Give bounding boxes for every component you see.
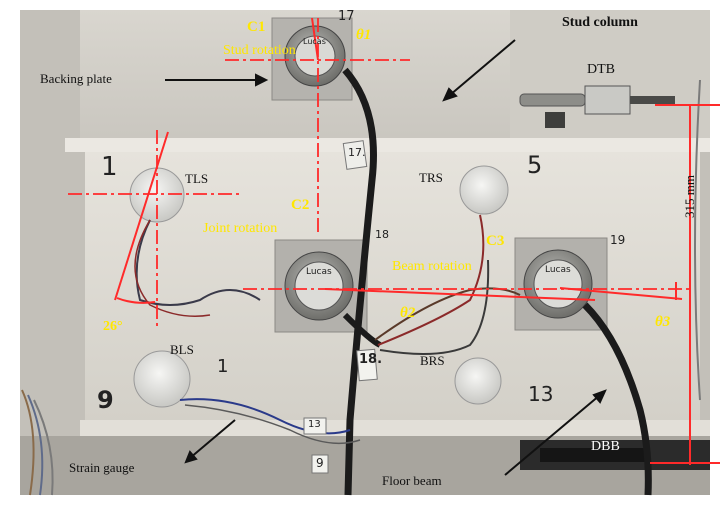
c2-label: C2 [291, 197, 310, 213]
handwritten-19: 19 [610, 233, 626, 247]
handwritten-17-top: 17 [338, 9, 355, 24]
tls-label: TLS [185, 171, 209, 186]
disc-trs [459, 165, 509, 215]
strain-gauge-label: Strain gauge [69, 460, 135, 475]
handwritten-1: 1 [101, 152, 118, 182]
theta2-label: θ2 [400, 305, 416, 321]
handwritten-18: 18 [375, 228, 389, 241]
backing-plate-label: Backing plate [40, 71, 112, 86]
stud-column-label: Stud column [562, 15, 638, 30]
disc-bls [133, 350, 191, 408]
dimension-label: 315 mm [682, 175, 697, 218]
joint-rotation-label: Joint rotation [203, 221, 278, 236]
inclinometer-c3 [523, 249, 593, 319]
brs-label: BRS [420, 353, 445, 368]
beam-rotation-label: Beam rotation [392, 259, 472, 274]
theta1-label: θ1 [356, 27, 372, 43]
handwritten-5: 5 [527, 151, 543, 179]
theta3-label: θ3 [655, 314, 671, 330]
handwritten-13: 13 [528, 382, 554, 406]
dtb-label: DTB [587, 62, 615, 77]
dtb-transducer [519, 85, 675, 128]
handwritten-13-tag: 13 [308, 419, 321, 430]
disc-brs [454, 357, 502, 405]
bls-label: BLS [170, 342, 194, 357]
handwritten-17-tag: 17. [348, 146, 366, 159]
device-brand-c1: Lucas [303, 37, 326, 46]
handwritten-9: 9 [97, 386, 114, 414]
handwritten-1-b: 1 [217, 356, 229, 377]
handwritten-18-tag: 18. [359, 352, 383, 367]
handwritten-9-tag: 9 [316, 456, 324, 470]
beam-top-flange [65, 138, 710, 152]
c3-label: C3 [486, 233, 505, 249]
beam-bottom-flange [80, 420, 710, 436]
device-brand-c2: Lucas [306, 267, 332, 277]
inclinometer-c1 [284, 25, 346, 87]
angle-label: 26° [103, 319, 123, 334]
dbb-label: DBB [591, 439, 620, 454]
trs-label: TRS [419, 170, 443, 185]
floor-beam-label: Floor beam [382, 473, 442, 488]
c1-label: C1 [247, 19, 266, 35]
inclinometer-c2 [284, 251, 354, 321]
device-brand-c3: Lucas [545, 265, 571, 275]
stud-rotation-label: Stud rotation [223, 43, 296, 58]
